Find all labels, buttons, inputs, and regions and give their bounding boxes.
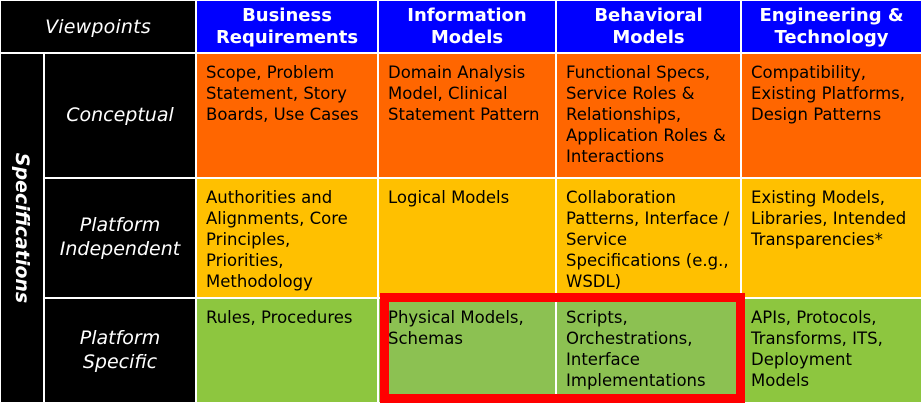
- cell-platform-independent-business-requirements: Authorities and Alignments, Core Princip…: [196, 178, 378, 298]
- cell-platform-specific-information-models: Physical Models, Schemas: [378, 298, 556, 403]
- row-label-conceptual: Conceptual: [44, 53, 196, 178]
- row-label-platform-independent: Platform Independent: [44, 178, 196, 298]
- row-label-platform-specific: Platform Specific: [44, 298, 196, 403]
- cell-platform-independent-information-models: Logical Models: [378, 178, 556, 298]
- cell-conceptual-engineering-technology: Compatibility, Existing Platforms, Desig…: [741, 53, 922, 178]
- column-header-behavioral-models: Behavioral Models: [556, 0, 741, 53]
- cell-conceptual-behavioral-models: Functional Specs, Service Roles & Relati…: [556, 53, 741, 178]
- axis-label-specifications: Specifications: [0, 53, 44, 403]
- cell-platform-independent-engineering-technology: Existing Models, Libraries, Intended Tra…: [741, 178, 922, 298]
- cell-conceptual-information-models: Domain Analysis Model, Clinical Statemen…: [378, 53, 556, 178]
- column-header-business-requirements: Business Requirements: [196, 0, 378, 53]
- column-header-engineering-technology: Engineering & Technology: [741, 0, 922, 53]
- cell-platform-specific-engineering-technology: APIs, Protocols, Transforms, ITS, Deploy…: [741, 298, 922, 403]
- cell-conceptual-business-requirements: Scope, Problem Statement, Story Boards, …: [196, 53, 378, 178]
- cell-platform-specific-behavioral-models: Scripts, Orchestrations, Interface Imple…: [556, 298, 741, 403]
- axis-label-specifications-text: Specifications: [11, 152, 34, 304]
- corner-header-viewpoints: Viewpoints: [0, 0, 196, 53]
- cell-platform-specific-business-requirements: Rules, Procedures: [196, 298, 378, 403]
- column-header-information-models: Information Models: [378, 0, 556, 53]
- cell-platform-independent-behavioral-models: Collaboration Patterns, Interface / Serv…: [556, 178, 741, 298]
